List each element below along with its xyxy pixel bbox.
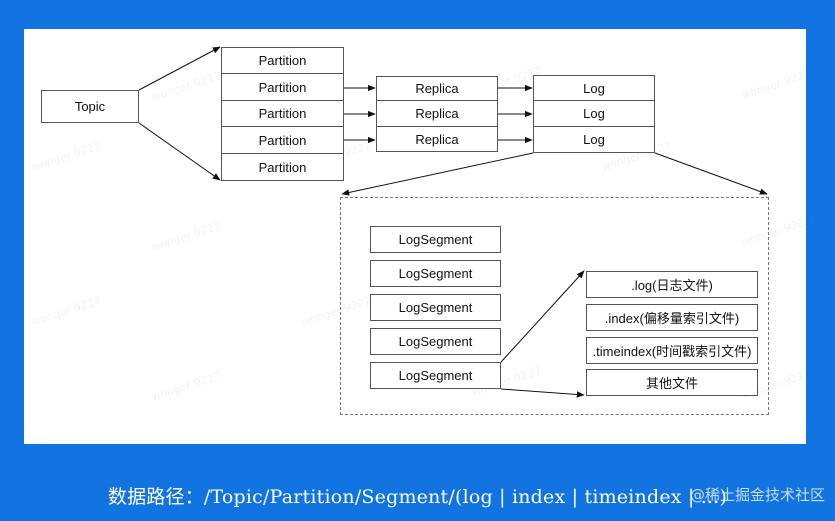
file-box: 其他文件	[586, 369, 758, 396]
log-segment-box: LogSegment	[370, 260, 501, 287]
log-box: Log	[533, 101, 655, 127]
replica-box: Replica	[376, 127, 498, 152]
file-box: .index(偏移量索引文件)	[586, 304, 758, 331]
log-segment-box: LogSegment	[370, 294, 501, 321]
log-segment-box: LogSegment	[370, 328, 501, 355]
partition-box: Partition	[221, 127, 344, 154]
data-path-caption: 数据路径：/Topic/Partition/Segment/(log | ind…	[107, 486, 728, 508]
log-box: Log	[533, 75, 655, 101]
topic-box: Topic	[41, 90, 139, 123]
source-badge: @稀土掘金技术社区	[689, 486, 825, 504]
file-box: .log(日志文件)	[586, 271, 758, 298]
log-segment-box: LogSegment	[370, 362, 501, 389]
partition-box: Partition	[221, 74, 344, 101]
log-box: Log	[533, 127, 655, 153]
log-detail-container	[340, 197, 769, 415]
replica-box: Replica	[376, 101, 498, 127]
log-segment-box: LogSegment	[370, 226, 501, 253]
partition-box: Partition	[221, 154, 344, 181]
file-box: .timeindex(时间戳索引文件)	[586, 337, 758, 364]
replica-box: Replica	[376, 76, 498, 101]
partition-box: Partition	[221, 47, 344, 74]
partition-box: Partition	[221, 101, 344, 127]
